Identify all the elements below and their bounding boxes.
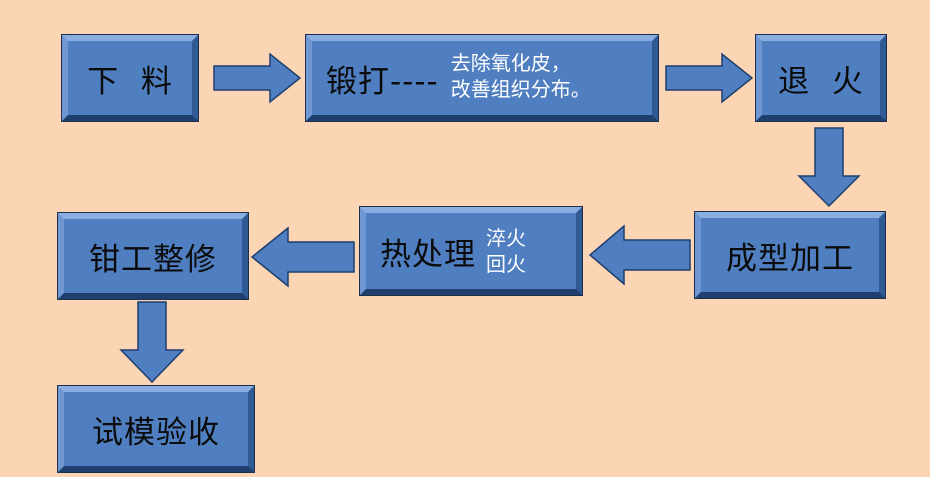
step-trial: 试模验收 xyxy=(57,385,255,473)
arrow-left-1 xyxy=(588,224,691,286)
step-annealing-label: 退 火 xyxy=(778,63,864,100)
heat-note-quench: 淬火 xyxy=(486,226,526,250)
arrow-left-2 xyxy=(250,226,355,288)
step-heat-treatment-note: 淬火 回火 xyxy=(486,225,526,277)
step-forming-label: 成型加工 xyxy=(726,240,854,277)
arrow-right-1 xyxy=(213,52,302,104)
step-blanking: 下 料 xyxy=(61,34,199,122)
step-forming: 成型加工 xyxy=(694,211,886,299)
heat-note-temper: 回火 xyxy=(486,252,526,276)
step-forging: 锻打---- 去除氧化皮， 改善组织分布。 xyxy=(305,34,659,122)
step-forging-note: 去除氧化皮， 改善组织分布。 xyxy=(451,50,591,102)
forging-note-line2: 改善组织分布。 xyxy=(450,77,591,101)
step-heat-treatment: 热处理 淬火 回火 xyxy=(359,206,583,296)
step-heat-treatment-label: 热处理 xyxy=(380,236,476,273)
arrow-right-2 xyxy=(665,52,754,104)
arrow-down-1 xyxy=(797,127,861,208)
step-annealing: 退 火 xyxy=(755,34,887,122)
step-finishing: 钳工整修 xyxy=(57,212,249,300)
step-blanking-label: 下 料 xyxy=(87,63,173,100)
step-trial-label: 试模验收 xyxy=(92,414,220,451)
arrow-down-2 xyxy=(119,301,185,384)
step-finishing-label: 钳工整修 xyxy=(89,241,217,278)
step-forging-label: 锻打---- xyxy=(326,63,439,100)
forging-note-line1: 去除氧化皮， xyxy=(450,51,571,75)
